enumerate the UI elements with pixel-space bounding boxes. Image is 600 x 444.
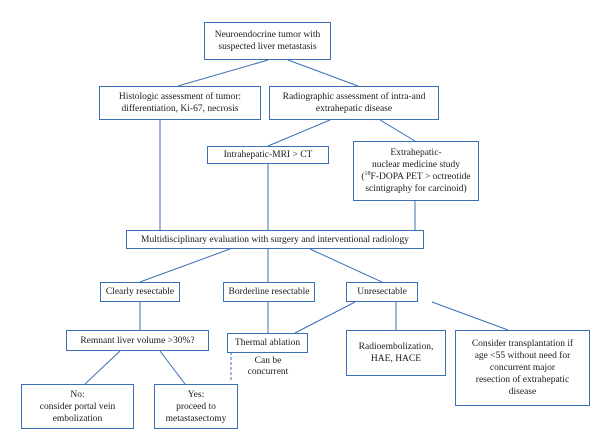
radiographic-assessment-line-2: extrahepatic disease — [315, 104, 393, 114]
unresectable-label: Unresectable — [357, 287, 407, 297]
can-be-concurrent-line-2: concurrent — [247, 367, 289, 377]
connector-multi-to-clearly — [139, 248, 231, 283]
clearly-resectable-label: Clearly resectable — [105, 287, 175, 297]
no-outcome-line-2: consider portal vein — [39, 401, 116, 412]
no-outcome-box: No: consider portal vein embolization — [21, 384, 134, 429]
borderline-resectable-label: Borderline resectable — [228, 287, 310, 297]
extrahepatic-line-4: scintigraphy for carcinoid) — [365, 184, 467, 194]
radiographic-assessment-box: Radiographic assessment of intra-and ext… — [269, 86, 439, 120]
multidisciplinary-evaluation-box: Multidisciplinary evaluation with surger… — [126, 230, 424, 249]
connector-radiographic-to-extrahepatic — [379, 119, 416, 142]
connector-tumor-to-histologic — [177, 59, 269, 87]
connector-remnant-to-no — [84, 350, 121, 385]
transplantation-line-5: disease — [508, 387, 537, 397]
connector-unresectable-to-transplantation — [431, 301, 509, 331]
connector-multi-to-unresectable — [309, 248, 383, 283]
transplantation-line-1: Consider transplantation if — [471, 339, 574, 349]
multidisciplinary-evaluation-label: Multidisciplinary evaluation with surger… — [141, 234, 409, 245]
radiographic-assessment-line-1: Radiographic assessment of intra-and — [282, 92, 426, 102]
neuroendocrine-tumor-line-2: suspected liver metastasis — [218, 42, 317, 52]
intrahepatic-box: Intrahepatic-MRI > CT — [207, 146, 329, 164]
extrahepatic-box: Extrahepatic- nuclear medicine study (18… — [353, 141, 479, 201]
neuroendocrine-tumor-line-1: Neuroendocrine tumor with — [214, 30, 321, 40]
histologic-assessment-line-1: Histologic assessment of tumor: — [118, 92, 242, 102]
transplantation-line-2: age <55 without need for — [474, 351, 571, 361]
transplantation-box: Consider transplantation if age <55 with… — [455, 330, 590, 406]
transplantation-line-4: resection of extrahepatic — [475, 375, 570, 385]
thermal-ablation-box: Thermal ablation — [227, 333, 308, 353]
connector-remnant-to-yes — [159, 350, 186, 385]
unresectable-box: Unresectable — [346, 282, 418, 302]
extrahepatic-line-1: Extrahepatic- — [390, 148, 442, 158]
radioembolization-line-1: Radioembolization, — [358, 342, 434, 352]
remnant-liver-volume-box: Remnant liver volume >30%? — [66, 330, 209, 351]
no-outcome-line-3: embolization — [52, 413, 103, 424]
borderline-resectable-box: Borderline resectable — [223, 282, 315, 302]
clearly-resectable-box: Clearly resectable — [100, 282, 180, 302]
intrahepatic-label: Intrahepatic-MRI > CT — [223, 150, 313, 160]
extrahepatic-line-3: (18F-DOPA PET > octreotide — [361, 170, 471, 182]
yes-outcome-line-2: proceed to — [176, 401, 216, 412]
radioembolization-box: Radioembolization, HAE, HACE — [346, 330, 446, 376]
can-be-concurrent-note: Can be concurrent — [236, 356, 300, 378]
yes-outcome-box: Yes: proceed to metastasectomy — [154, 384, 238, 429]
yes-outcome-line-1: Yes: — [187, 389, 205, 400]
thermal-ablation-label: Thermal ablation — [234, 338, 301, 348]
histologic-assessment-line-2: differentiation, Ki-67, necrosis — [121, 104, 239, 114]
isotope-superscript: 18 — [364, 170, 371, 177]
histologic-assessment-box: Histologic assessment of tumor: differen… — [99, 86, 261, 120]
radioembolization-line-2: HAE, HACE — [370, 354, 422, 364]
remnant-liver-volume-label: Remnant liver volume >30%? — [80, 335, 195, 346]
neuroendocrine-tumor-box: Neuroendocrine tumor with suspected live… — [204, 22, 331, 60]
connector-radiographic-to-intrahepatic — [267, 119, 331, 147]
transplantation-line-3: concurrent major — [489, 363, 556, 373]
yes-outcome-line-3: metastasectomy — [165, 413, 227, 424]
connector-tumor-to-radiographic — [287, 59, 359, 87]
connector-unresectable-to-thermal — [294, 301, 356, 334]
extrahepatic-line-2: nuclear medicine study — [371, 160, 461, 170]
can-be-concurrent-line-1: Can be — [254, 356, 282, 366]
no-outcome-line-1: No: — [70, 389, 85, 400]
